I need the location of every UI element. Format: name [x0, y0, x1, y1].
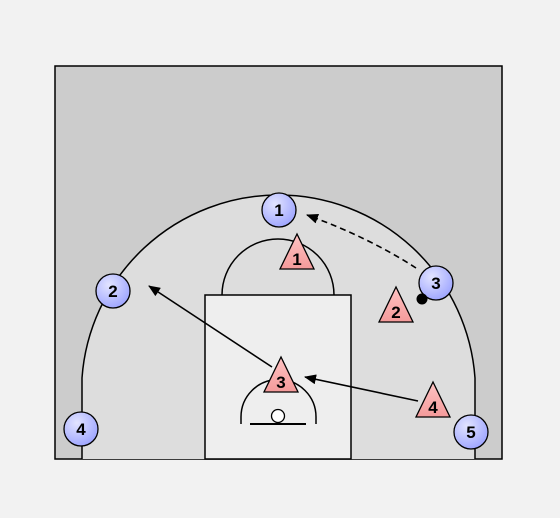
action-lines: [148, 214, 419, 402]
offensive-player-1[interactable]: 1: [261, 192, 297, 228]
defender-3[interactable]: 3: [262, 355, 300, 393]
offensive-player-4[interactable]: 4: [63, 411, 99, 447]
defender-4[interactable]: 4: [414, 380, 452, 418]
offensive-players: 1 2 3 4 5: [63, 192, 489, 450]
offensive-player-2[interactable]: 2: [95, 273, 131, 309]
defender-label: 3: [276, 373, 285, 392]
player-label: 5: [466, 423, 475, 442]
cut-line-to-post: [304, 374, 419, 402]
offensive-player-5[interactable]: 5: [453, 414, 489, 450]
half-court: [54, 65, 503, 460]
defenders: 1 2 3 4: [262, 232, 452, 418]
pass-line: [306, 214, 417, 269]
player-label: 3: [431, 274, 440, 293]
defender-label: 2: [391, 303, 400, 322]
defender-label: 1: [292, 250, 301, 269]
player-label: 4: [76, 420, 86, 439]
ball-icon: [416, 293, 428, 305]
defender-1[interactable]: 1: [278, 232, 316, 270]
cut-line-to-wing: [148, 285, 273, 368]
player-label: 2: [108, 282, 117, 301]
defender-2[interactable]: 2: [377, 285, 415, 323]
offensive-player-3[interactable]: 3: [418, 265, 454, 301]
free-throw-circle: [221, 238, 335, 296]
player-label: 1: [274, 201, 283, 220]
defender-label: 4: [428, 398, 438, 417]
rim: [270, 408, 286, 424]
